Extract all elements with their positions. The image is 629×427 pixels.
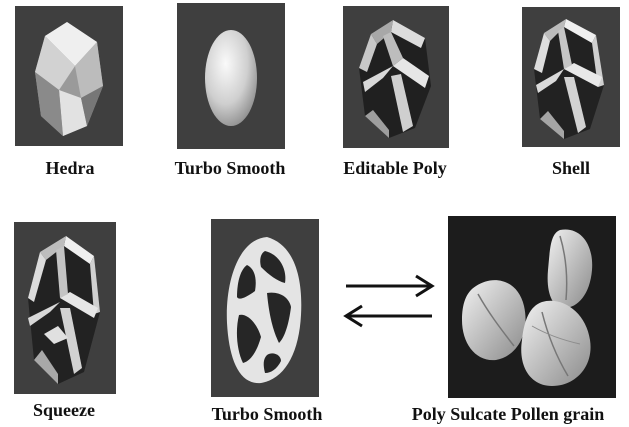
squeeze-render bbox=[14, 222, 116, 394]
shell-label: Shell bbox=[522, 158, 620, 179]
hedra-render bbox=[15, 6, 123, 146]
editable-poly-render bbox=[343, 6, 449, 148]
pollen-sem-photo bbox=[448, 216, 616, 398]
turbo-smooth-label: Turbo Smooth bbox=[160, 158, 300, 179]
editable-poly-label: Editable Poly bbox=[325, 158, 465, 179]
shell-render bbox=[522, 7, 620, 147]
equilibrium-arrows-icon bbox=[336, 270, 442, 330]
turbo-smooth-2-label: Turbo Smooth bbox=[197, 404, 337, 425]
turbo-smooth-frame-render bbox=[211, 219, 319, 397]
squeeze-label: Squeeze bbox=[12, 400, 116, 421]
turbo-smooth-render bbox=[177, 3, 285, 149]
pollen-label: Poly Sulcate Pollen grain bbox=[388, 404, 628, 425]
hedra-label: Hedra bbox=[18, 158, 122, 179]
